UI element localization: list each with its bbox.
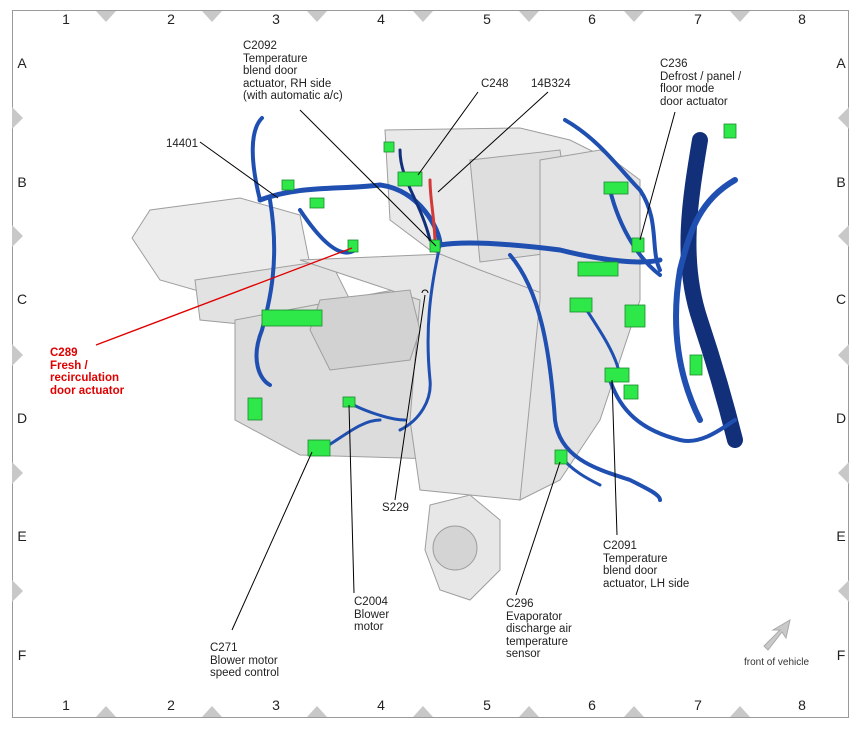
connector bbox=[603, 181, 629, 195]
connector-bank bbox=[261, 309, 323, 327]
col-label-bottom: 2 bbox=[167, 697, 175, 713]
col-label-bottom: 4 bbox=[377, 697, 385, 713]
connector bbox=[624, 304, 646, 328]
col-label-top: 5 bbox=[483, 11, 491, 27]
front-of-vehicle-arrow-icon bbox=[763, 618, 791, 651]
connector-c248 bbox=[397, 171, 423, 187]
grid-markers bbox=[12, 11, 849, 717]
row-label-left: A bbox=[17, 55, 27, 71]
row-label-right: D bbox=[835, 410, 847, 426]
col-label-bottom: 6 bbox=[588, 697, 596, 713]
callout-s229: S229 bbox=[382, 502, 409, 514]
col-label-bottom: 7 bbox=[694, 697, 702, 713]
col-label-top: 4 bbox=[377, 11, 385, 27]
col-label-bottom: 3 bbox=[272, 697, 280, 713]
col-label-top: 6 bbox=[588, 11, 596, 27]
col-label-bottom: 5 bbox=[483, 697, 491, 713]
row-label-right: B bbox=[836, 174, 846, 190]
callout-c248: C248 bbox=[481, 78, 509, 90]
callout-c271: C271 Blower motor speed control bbox=[210, 642, 280, 679]
col-label-top: 2 bbox=[167, 11, 175, 27]
connector bbox=[569, 297, 593, 313]
connector bbox=[247, 397, 263, 421]
row-label-left: B bbox=[17, 174, 27, 190]
connector bbox=[723, 123, 737, 139]
connector bbox=[309, 197, 325, 209]
connector bbox=[623, 384, 639, 400]
col-label-top: 3 bbox=[272, 11, 280, 27]
connector-c236 bbox=[631, 237, 645, 253]
row-label-right: A bbox=[836, 55, 846, 71]
callout-c289: C289 Fresh / recirculation door actuator bbox=[50, 347, 125, 397]
row-label-left: F bbox=[17, 647, 27, 663]
connector-14401 bbox=[281, 179, 295, 191]
row-label-right: C bbox=[835, 291, 847, 307]
connector-c289 bbox=[347, 239, 359, 253]
callout-14401: 14401 bbox=[166, 138, 198, 150]
connector-c296 bbox=[554, 449, 568, 465]
col-label-bottom: 8 bbox=[798, 697, 806, 713]
highlight-leader-c289 bbox=[95, 247, 353, 346]
callout-c2091: C2091 Temperature blend door actuator, L… bbox=[603, 540, 690, 590]
row-label-right: E bbox=[836, 528, 846, 544]
connectors bbox=[247, 123, 737, 465]
connector-c2092 bbox=[429, 239, 441, 253]
callout-c2092: C2092 Temperature blend door actuator, R… bbox=[243, 40, 343, 102]
row-label-left: D bbox=[16, 410, 28, 426]
row-label-left: E bbox=[17, 528, 27, 544]
splice-mark-s229 bbox=[421, 289, 429, 294]
connector-c2091 bbox=[604, 367, 630, 383]
col-label-top: 8 bbox=[798, 11, 806, 27]
row-label-right: F bbox=[836, 647, 846, 663]
front-of-vehicle-label: front of vehicle bbox=[744, 657, 810, 668]
connector-c271 bbox=[307, 439, 331, 457]
connector bbox=[689, 354, 703, 376]
row-label-left: C bbox=[16, 291, 28, 307]
col-label-top: 7 bbox=[694, 11, 702, 27]
leader-lines bbox=[199, 91, 676, 631]
callout-c296: C296 Evaporator discharge air temperatur… bbox=[506, 598, 572, 660]
callout-14b324: 14B324 bbox=[531, 78, 571, 90]
col-label-bottom: 1 bbox=[62, 697, 70, 713]
connector-bank bbox=[577, 261, 619, 277]
callout-c2004: C2004 Blower motor bbox=[354, 596, 390, 633]
callout-c236: C236 Defrost / panel / floor mode door a… bbox=[660, 58, 742, 108]
col-label-top: 1 bbox=[62, 11, 70, 27]
connector bbox=[383, 141, 395, 153]
hvac-housing bbox=[131, 127, 641, 601]
